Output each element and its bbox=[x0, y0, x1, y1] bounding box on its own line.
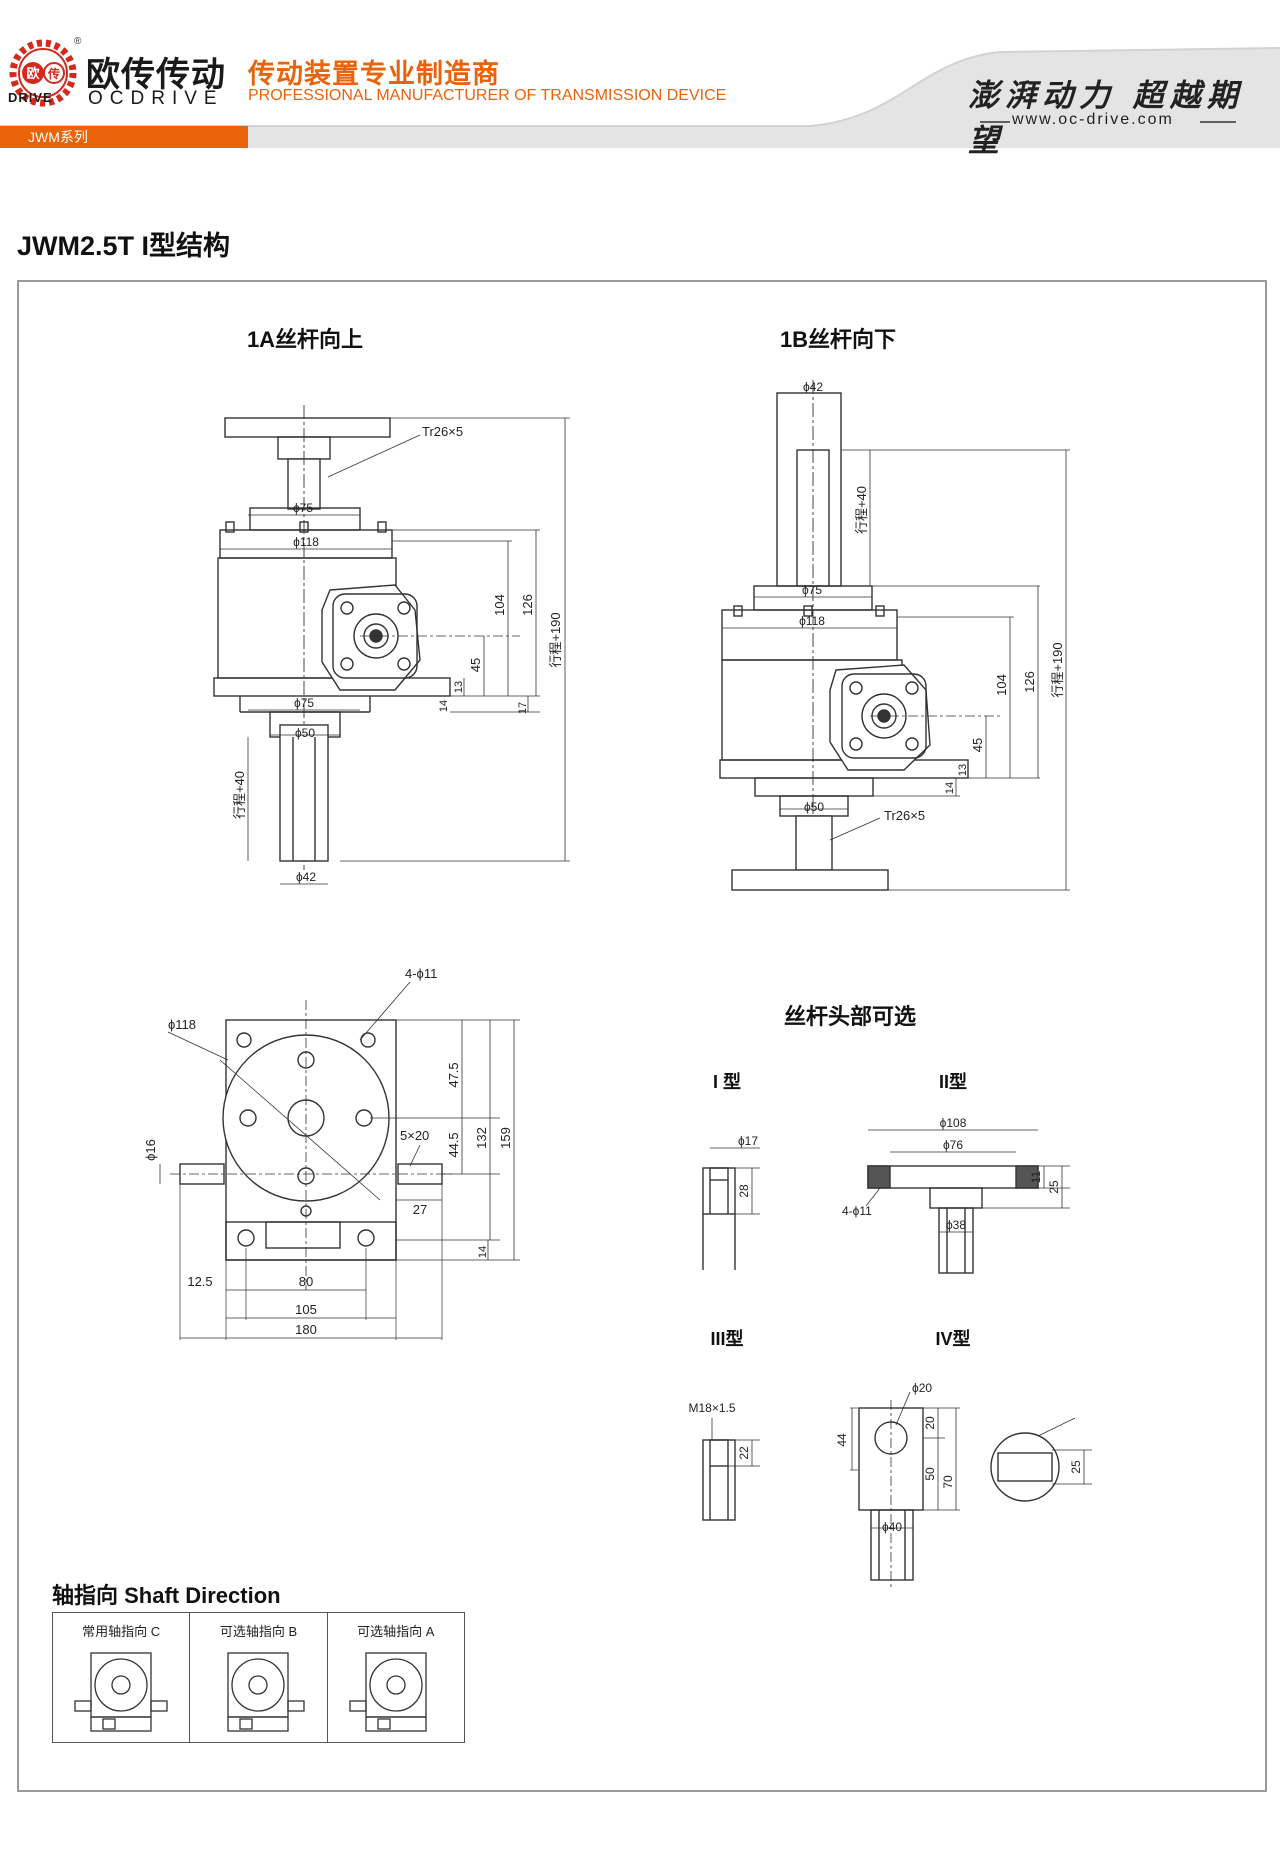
view-1a-dim45: 45 bbox=[468, 658, 483, 672]
slogan-cn: 传动装置专业制造商 bbox=[248, 59, 500, 89]
view-1b: 1B丝杆向下 ϕ42 行程+40 ϕ75 ϕ118 bbox=[719, 327, 1070, 891]
head-type3-thread: M18×1.5 bbox=[688, 1401, 735, 1415]
shaft-cell-a: 可选轴指向 A bbox=[328, 1613, 464, 1742]
view-1a: 1A丝杆向上 ϕ75 bbox=[213, 327, 570, 885]
head-type1-label: I 型 bbox=[713, 1071, 741, 1092]
view-1a-d50: ϕ50 bbox=[295, 726, 315, 740]
head-type2-d38: ϕ38 bbox=[946, 1218, 966, 1232]
side-dim44-5: 44.5 bbox=[446, 1132, 461, 1157]
view-1b-d118: ϕ118 bbox=[799, 614, 825, 628]
shaft-cell-b: 可选轴指向 B bbox=[190, 1613, 328, 1742]
head-type1-d17: ϕ17 bbox=[738, 1134, 758, 1148]
side-dim80: 80 bbox=[299, 1274, 313, 1289]
view-1b-dim45: 45 bbox=[970, 738, 985, 752]
head-type4-dim70: 70 bbox=[941, 1475, 955, 1489]
shaft-caption: 常用轴指向 C bbox=[82, 1624, 161, 1639]
shaft-cell-c: 常用轴指向 C bbox=[53, 1613, 191, 1742]
view-1a-dim14: 14 bbox=[438, 700, 450, 712]
view-1b-d42: ϕ42 bbox=[803, 380, 823, 394]
view-1b-thread: Tr26×5 bbox=[884, 808, 925, 823]
logo-gear-icon: 欧 传 ® bbox=[9, 36, 82, 107]
screw-heads: 丝杆头部可选 I 型 ϕ17 28 II型 ϕ108 ϕ76 4-ϕ11 ϕ38 bbox=[688, 1004, 1092, 1590]
view-1a-thread: Tr26×5 bbox=[422, 424, 463, 439]
shaft-direction-title: 轴指向 Shaft Direction bbox=[52, 1583, 281, 1608]
view-1a-dim126: 126 bbox=[520, 594, 535, 616]
view-1b-d75: ϕ75 bbox=[802, 583, 822, 597]
view-1a-title: 1A丝杆向上 bbox=[247, 327, 363, 352]
shaft-b-icon bbox=[227, 1652, 305, 1732]
view-1a-d75-bottom: ϕ75 bbox=[294, 696, 314, 710]
head-type2-holes: 4-ϕ11 bbox=[842, 1204, 872, 1218]
brand-name-en: OCDRIVE bbox=[88, 88, 224, 109]
side-key: 5×20 bbox=[400, 1128, 429, 1143]
registered-mark: ® bbox=[74, 36, 82, 47]
drawing-frame bbox=[17, 280, 1267, 1792]
header-background bbox=[0, 47, 1280, 148]
heads-title: 丝杆头部可选 bbox=[784, 1004, 916, 1029]
side-dim47-5: 47.5 bbox=[446, 1062, 461, 1087]
side-dim27: 27 bbox=[413, 1202, 427, 1217]
side-dim180: 180 bbox=[295, 1322, 317, 1337]
head-type4-d20: ϕ20 bbox=[912, 1381, 932, 1395]
shaft-c-icon bbox=[74, 1652, 168, 1732]
head-type3-dim22: 22 bbox=[737, 1446, 751, 1460]
side-dim105: 105 bbox=[295, 1302, 317, 1317]
logo-char-2: 传 bbox=[47, 66, 60, 81]
side-dim132: 132 bbox=[474, 1127, 489, 1149]
motto: 澎湃动力 超越期望 bbox=[968, 78, 1244, 159]
view-1a-dim13: 13 bbox=[453, 681, 465, 693]
head-type4-dim25: 25 bbox=[1069, 1460, 1083, 1474]
head-type2-dim11: 11 bbox=[1029, 1170, 1043, 1183]
head-type2-d108: ϕ108 bbox=[940, 1116, 967, 1130]
head-type4-d40: ϕ40 bbox=[882, 1520, 902, 1534]
page-title: JWM2.5T I型结构 bbox=[17, 231, 231, 261]
view-1a-dim104: 104 bbox=[492, 594, 507, 616]
head-type2-label: II型 bbox=[939, 1071, 967, 1092]
brand-name-cn: 欧传传动 bbox=[86, 56, 226, 94]
view-1b-dim104: 104 bbox=[994, 674, 1009, 696]
view-1b-dim126: 126 bbox=[1022, 671, 1037, 693]
shaft-direction-table: 常用轴指向 C 可选轴指向 B 可选轴指向 A bbox=[52, 1612, 465, 1743]
side-dim14: 14 bbox=[477, 1246, 489, 1258]
shaft-a-icon bbox=[349, 1652, 427, 1732]
head-type4-label: IV型 bbox=[935, 1328, 970, 1349]
head-type2-dim25: 25 bbox=[1047, 1180, 1061, 1194]
series-tab[interactable]: JWM系列 bbox=[0, 126, 248, 148]
brand-drive-text: DRIVE bbox=[8, 90, 53, 105]
head-type1-dim28: 28 bbox=[737, 1184, 751, 1198]
view-1a-stroke190: 行程+190 bbox=[548, 612, 563, 667]
head-type4-dim20: 20 bbox=[923, 1416, 937, 1430]
view-1a-dim17: 17 bbox=[517, 702, 529, 714]
side-dim159: 159 bbox=[498, 1127, 513, 1149]
side-dim12-5: 12.5 bbox=[187, 1274, 212, 1289]
view-1b-dim14: 14 bbox=[944, 782, 956, 794]
view-1a-d42: ϕ42 bbox=[296, 870, 316, 884]
head-type4-dim44: 44 bbox=[835, 1433, 849, 1447]
side-d16: ϕ16 bbox=[143, 1139, 158, 1161]
logo-char-1: 欧 bbox=[26, 66, 39, 81]
head-type3-label: III型 bbox=[710, 1328, 743, 1349]
side-holes: 4-ϕ11 bbox=[405, 966, 437, 981]
view-1a-d75-top: ϕ75 bbox=[293, 501, 313, 515]
view-1b-dim13: 13 bbox=[957, 764, 969, 776]
side-d118: ϕ118 bbox=[168, 1017, 196, 1032]
website-link[interactable]: www.oc-drive.com bbox=[1012, 111, 1174, 128]
shaft-caption: 可选轴指向 A bbox=[357, 1624, 435, 1639]
shaft-caption: 可选轴指向 B bbox=[219, 1624, 298, 1639]
view-1a-stroke: 行程+40 bbox=[232, 771, 247, 819]
view-1b-stroke: 行程+40 bbox=[854, 486, 869, 534]
head-type4-dim50: 50 bbox=[923, 1467, 937, 1481]
slogan-en: PROFESSIONAL MANUFACTURER OF TRANSMISSIO… bbox=[248, 87, 727, 104]
page-header: 欧 传 ® DRIVE 欧传传动 OCDRIVE 传动装置专业制造商 PROFE… bbox=[0, 0, 1280, 159]
side-view: 4-ϕ11 ϕ118 ϕ16 5×20 27 47.5 44.5 132 159… bbox=[143, 966, 520, 1340]
head-type2-d76: ϕ76 bbox=[943, 1138, 963, 1152]
view-1a-d118: ϕ118 bbox=[293, 535, 319, 549]
view-1b-title: 1B丝杆向下 bbox=[780, 327, 896, 352]
view-1b-stroke190: 行程+190 bbox=[1050, 642, 1065, 697]
view-1b-d50: ϕ50 bbox=[804, 800, 824, 814]
